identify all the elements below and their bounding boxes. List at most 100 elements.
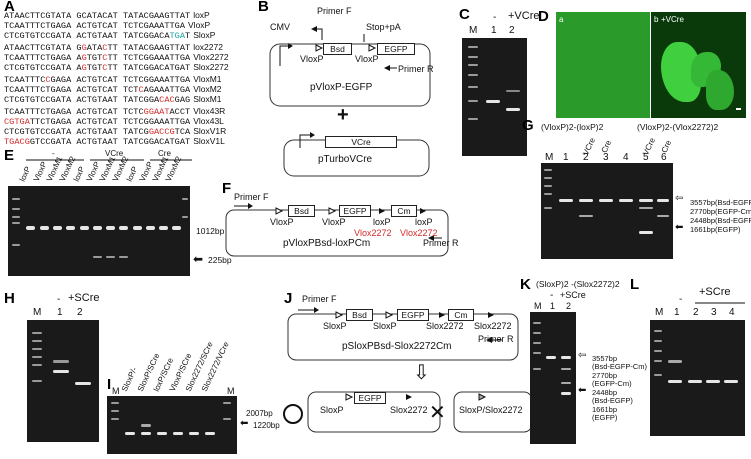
j-plasmid-label: pSloxPBsd-Slox2272Cm	[342, 341, 452, 352]
l-plus-scre: +SCre	[699, 286, 731, 298]
plasmid2-label: pTurboVCre	[318, 154, 373, 165]
gel-i	[107, 396, 237, 454]
panel-label-e: E	[4, 147, 15, 164]
c-lane-m: M	[469, 25, 478, 36]
sequence-text: CTCGTGTCCGATA ACTGTAAT TATCGGACCGTCA	[4, 127, 191, 137]
sequence-text: TCAATTTCTGAGA ACTGTCAT TCTCGGAATACCT	[4, 107, 191, 117]
f-vlox2272-2: Vlox2272	[400, 228, 438, 238]
fluorescence-image-a: a	[556, 12, 650, 118]
l-lane-number: 4	[729, 307, 735, 318]
l-lane-number: 2	[693, 307, 699, 318]
primer-r-label: Primer R	[398, 64, 434, 74]
panel-label-d: D	[538, 8, 549, 25]
panel-label-l: L	[630, 276, 640, 293]
e-bp-1012: 1012bp	[196, 226, 225, 236]
f-vloxp-2: VloxP	[322, 217, 346, 227]
d-label-a: a	[559, 15, 564, 24]
fluorescence-image-b: b +VCre	[651, 12, 746, 118]
panel-label-j: J	[284, 290, 293, 307]
plasmid-diagram-f	[225, 203, 449, 257]
g-lane-number: 5	[643, 152, 649, 163]
sequence-text: CGTGATTCTGAGA ACTGTCAT TCTCGGAAATTGA	[4, 117, 191, 127]
k-band-3557-desc: (Bsd-EGFP-Cm)	[592, 362, 647, 371]
circle-symbol	[283, 404, 303, 424]
sequence-text: ATAACTTCGTATA GGATACTT TATACGAAGTTAT	[4, 43, 191, 53]
scale-bar	[736, 108, 741, 110]
gfp-cell-3	[706, 70, 734, 110]
e-lane-label: loxP	[71, 165, 87, 183]
sequence-name: SloxM1	[193, 94, 222, 104]
i-lane-m2: M	[227, 386, 235, 396]
panel-label-k: K	[520, 276, 531, 293]
egfp-box: EGFP	[377, 43, 415, 55]
f-vloxp-1: VloxP	[270, 217, 294, 227]
sequence-text: TGACGGTCCGATA ACTGTAAT TATCGGACATGAT	[4, 137, 191, 147]
gel-l	[650, 320, 745, 436]
e-lane-label: loxP	[124, 165, 140, 183]
vcre-box: VCre	[325, 136, 397, 148]
g-band-2448: 2448bp(Bsd-EGFP)	[690, 216, 751, 225]
c-lane-2: 2	[509, 25, 515, 36]
panel-label-g: G	[522, 117, 534, 134]
e-arrow-225: ⬅	[193, 252, 204, 266]
sequence-name: VloxP	[188, 20, 211, 30]
sequence-name: VloxM1	[193, 74, 222, 84]
sequence-name: Slox2272	[193, 62, 229, 72]
l-lane-number: 1	[674, 307, 680, 318]
panel-label-i: I	[107, 376, 112, 393]
e-bp-225: 225bp	[208, 255, 232, 265]
i-bp-1220: 1220bp	[253, 421, 280, 430]
k-arrow-open: ⇦	[578, 350, 587, 361]
sequence-text: CTCGTGTCCGATA AGTGTCTT TATCGGACATGAT	[4, 63, 191, 73]
k-band-2448: 2448bp	[592, 388, 618, 397]
j-slox2272-1: Slox2272	[426, 321, 464, 331]
panel-label-a: A	[4, 0, 15, 15]
panel-label-c: C	[459, 6, 470, 23]
e-group-vcre: VCre	[105, 149, 124, 158]
g-vcre-2: VCre	[641, 136, 658, 157]
sequence-name: loxP	[193, 10, 210, 20]
i-sloxp-label: SloxP	[320, 405, 344, 415]
j-egfp-box: EGFP	[397, 309, 429, 321]
sequence-name: VloxM2	[193, 84, 222, 94]
l-lane-m: M	[655, 307, 664, 318]
f-bsd-box: Bsd	[288, 205, 315, 217]
g-band-2770: 2770bp(EGFP-Cm)	[690, 207, 751, 216]
g-band-1661: 1661bp(EGFP)	[690, 225, 741, 234]
primer-f-label: Primer F	[317, 6, 352, 16]
g-title-2: (VloxP)2-(Vlox2272)2	[637, 122, 719, 132]
sequence-name: SloxV1R	[193, 126, 227, 136]
g-band-3557: 3557bp(Bsd-EGFP-Cm)	[690, 198, 751, 207]
d-label-b: b	[654, 15, 659, 24]
plus-sign: +	[337, 104, 349, 126]
panel-label-h: H	[4, 290, 15, 307]
sequence-name: lox2272	[193, 42, 223, 52]
i-slox2272-label: Slox2272	[390, 405, 428, 415]
f-cm-box: Cm	[391, 205, 417, 217]
j-bsd-box: Bsd	[346, 309, 373, 321]
sequence-name: SloxV1L	[193, 136, 225, 146]
cmv-label: CMV	[270, 22, 290, 32]
down-arrow: ⇩	[413, 362, 430, 384]
j-sloxp-1: SloxP	[323, 321, 347, 331]
f-primer-r-label: Primer R	[423, 238, 459, 248]
g-lane-number: 4	[623, 152, 629, 163]
k-band-1661: 1661bp	[592, 405, 618, 414]
sequence-name: Vlox43R	[193, 106, 226, 116]
f-egfp-box: EGFP	[339, 205, 371, 217]
g-lane-m: M	[545, 152, 554, 163]
l-lane-number: 3	[711, 307, 717, 318]
k-band-1661-desc: (EGFP)	[592, 413, 618, 422]
k-plus-scre: +SCre	[560, 290, 586, 300]
stop-pa-label: Stop+pA	[366, 22, 401, 32]
c-plus-vcre: +VCre	[508, 10, 540, 22]
sequence-name: Vlox2272	[193, 52, 229, 62]
sequence-text: CTCGTGTCCGATA ACTGTAAT TATCGGACATGAT	[4, 31, 191, 41]
